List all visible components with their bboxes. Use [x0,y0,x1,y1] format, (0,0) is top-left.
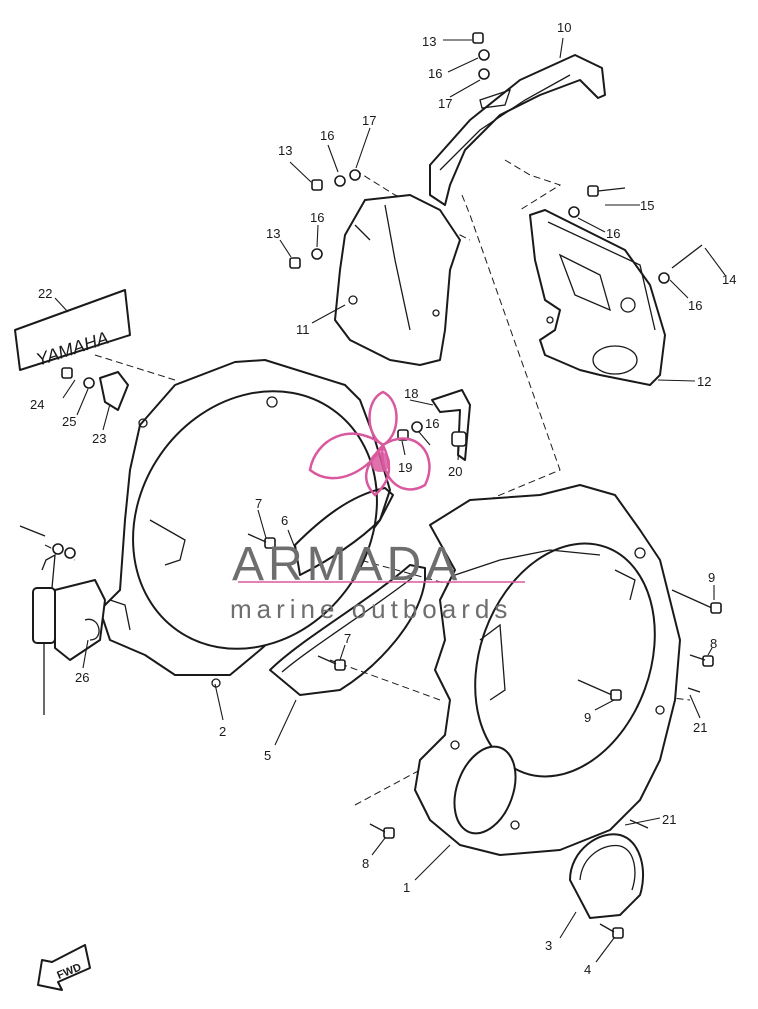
part-5-ring-gasket [269,564,426,696]
callout-5: 5 [264,748,271,763]
callout-12: 12 [697,374,711,389]
part-3-cover-plate [569,833,645,919]
armada-logo-dot [370,452,390,472]
callout-1: 1 [403,880,410,895]
callout-13c: 13 [266,226,280,241]
callout-14: 14 [722,272,736,287]
callout-16e: 16 [688,298,702,313]
callout-10: 10 [557,20,571,35]
callout-26: 26 [75,670,89,685]
callout-9a: 9 [708,570,715,585]
part-2-flywheel-cover [99,359,391,688]
callout-17b: 17 [362,113,376,128]
watermark-tagline: marine outboards [230,594,512,624]
callout-11: 11 [296,322,310,337]
part-1-lower-casing [414,484,681,856]
callout-4: 4 [584,962,591,977]
part-22-decal: YAMAHA [14,289,131,371]
callout-leader-lines [54,37,726,963]
callout-16f: 16 [425,416,439,431]
armada-watermark: ARMADA marine outboards [230,390,525,624]
part-23-clip [99,371,129,411]
callout-8b: 8 [362,856,369,871]
callout-8a: 8 [710,636,717,651]
callout-18: 18 [404,386,418,401]
callout-19: 19 [398,460,412,475]
callout-9b: 9 [584,710,591,725]
callout-22: 22 [38,286,52,301]
callout-3: 3 [545,938,552,953]
callout-15: 15 [640,198,654,213]
part-6-ring [294,487,394,576]
callout-16a: 16 [428,66,442,81]
watermark-brand: ARMADA [232,538,461,591]
part-26-ignition-coil [32,553,106,715]
callout-2: 2 [219,724,226,739]
part-10-top-cover [429,54,606,206]
callout-13b: 13 [278,143,292,158]
callout-25: 25 [62,414,76,429]
callout-16b: 16 [320,128,334,143]
callout-20: 20 [448,464,462,479]
fwd-arrow: FWD [37,944,91,991]
callout-21a: 21 [693,720,707,735]
callout-6: 6 [281,513,288,528]
callout-21b: 21 [662,812,676,827]
callout-17a: 17 [438,96,452,111]
part-11-front-cover [334,194,461,366]
callout-16d: 16 [606,226,620,241]
callout-23: 23 [92,431,106,446]
callout-24: 24 [30,397,44,412]
part-12-mounting-plate [529,209,666,386]
callout-labels: 1 2 3 4 5 6 7 7 8 8 9 9 10 11 12 13 13 1… [30,20,736,977]
callout-7b: 7 [344,631,351,646]
callout-7a: 7 [255,496,262,511]
hardware-fasteners [19,32,722,939]
callout-13a: 13 [422,34,436,49]
callout-16c: 16 [310,210,324,225]
